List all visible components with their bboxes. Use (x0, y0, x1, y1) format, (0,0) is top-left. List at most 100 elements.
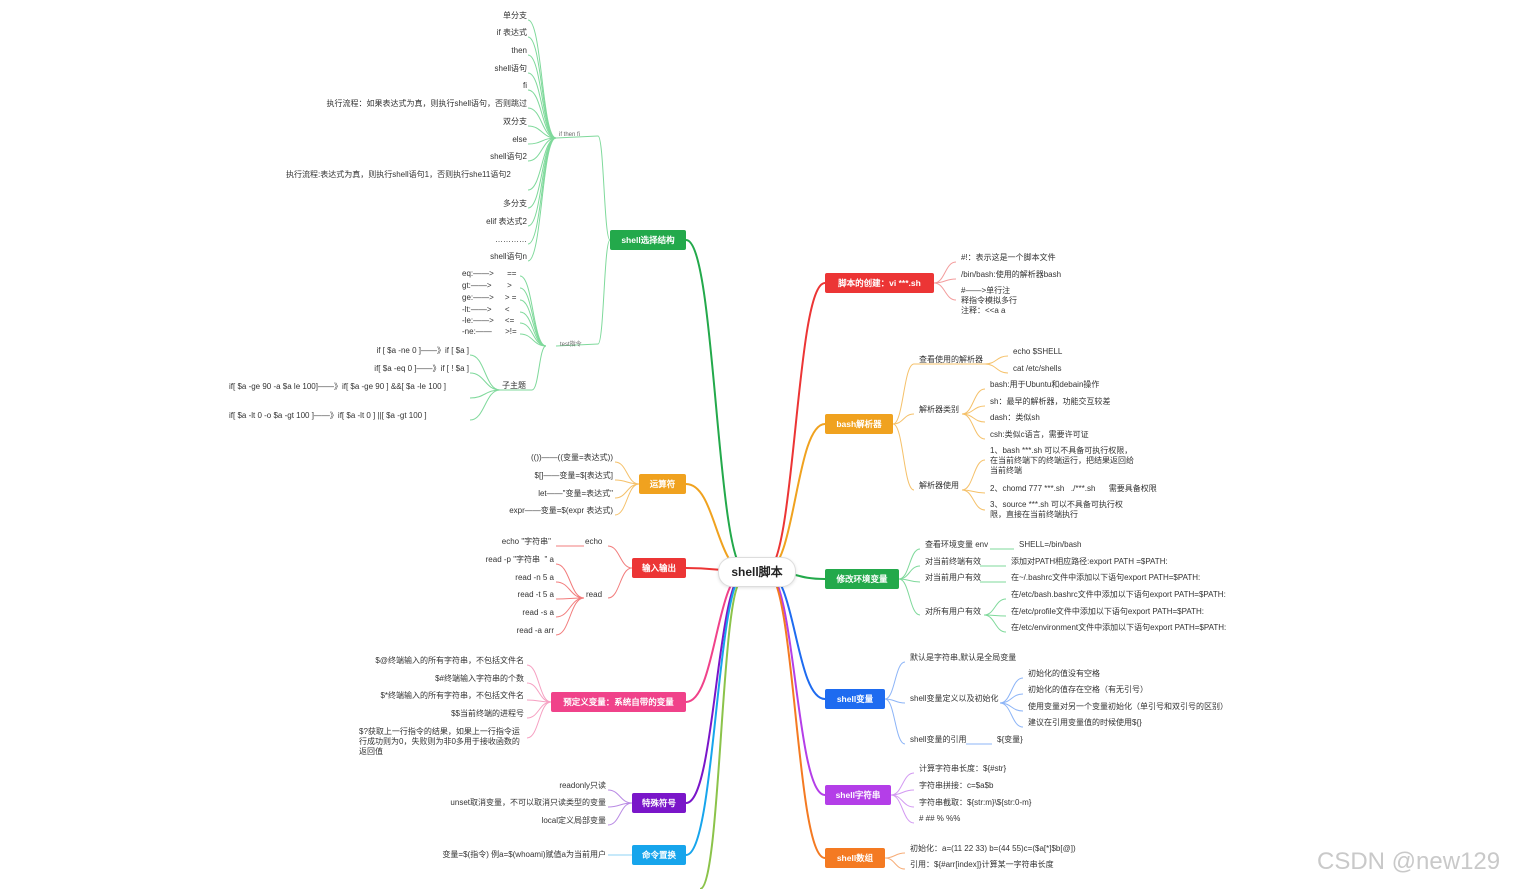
ifthen-item: 执行流程：如果表达式为真，则执行shell语句，否则跳过 (326, 99, 527, 108)
branch-cmdsub[interactable]: 命令置换 (632, 845, 686, 865)
ifthen-item: 执行流程:表达式为真，则执行shell语句1，否则执行she11语句2 (286, 170, 511, 179)
ifthen-label[interactable]: if then fi (559, 132, 581, 138)
test-label[interactable]: test指令 (560, 342, 582, 348)
bash-types-label[interactable]: 解析器类别 (919, 405, 959, 414)
branch-var[interactable]: shell变量 (825, 689, 885, 709)
connector (519, 333, 547, 347)
connector (961, 388, 986, 415)
ifthen-item: then (511, 46, 527, 55)
connector (519, 287, 547, 347)
edge-special (685, 570, 747, 804)
connector (607, 789, 633, 804)
predefined-item: $*终端输入的所有字符串，不包括文件名 (380, 691, 524, 700)
test-compare: -lt:——> < (462, 305, 510, 314)
predefined-item: $#终端输入字符串的个数 (435, 674, 524, 683)
ifthen-item: shell语句n (490, 252, 527, 261)
connector (898, 578, 921, 583)
connector (961, 489, 986, 511)
connector (614, 461, 640, 485)
bash-view-label[interactable]: 查看使用的解析器 (919, 355, 983, 364)
env-terminal-label[interactable]: 对当前终端有效 (925, 557, 981, 566)
branch-env[interactable]: 修改环境变量 (825, 569, 899, 589)
subtopic-item: if [ $a -ne 0 ]——》if [ $a ] (376, 346, 469, 355)
branch-create[interactable]: 脚本的创建：vi ***.sh (825, 273, 934, 293)
underline (555, 343, 599, 347)
operator-item: expr——变量=$(expr 表达式) (509, 506, 613, 515)
var-define-label[interactable]: shell变量定义以及初始化 (910, 694, 999, 703)
branch-selection[interactable]: shell选择结构 (610, 230, 686, 250)
io-echo-label[interactable]: echo (585, 537, 603, 546)
branch-arr[interactable]: shell数组 (825, 848, 885, 868)
test-compare: gt:——> > (462, 281, 512, 290)
branch-operators[interactable]: 运算符 (639, 474, 686, 494)
connector (961, 459, 986, 491)
branch-io[interactable]: 输入输出 (632, 558, 686, 578)
branch-special[interactable]: 特殊符号 (632, 793, 686, 813)
connector (527, 36, 557, 139)
bash-usage-label[interactable]: 解析器使用 (919, 481, 959, 490)
ifthen-item: fi (523, 81, 527, 90)
connector (527, 54, 557, 139)
connector (519, 299, 547, 347)
arr-item: 引用：${#arr[index]}计算某一字符串长度 (910, 860, 1054, 869)
connector (898, 565, 921, 580)
connector (555, 597, 585, 618)
connector (999, 677, 1024, 704)
connector (526, 682, 552, 703)
connector (892, 413, 915, 425)
ifthen-item: 双分支 (503, 117, 527, 126)
connector (527, 137, 557, 245)
create-item: #——>单行注释指令模拟多行注释：<<a a (961, 286, 1017, 315)
bash-type-item: bash:用于Ubuntu和debain操作 (990, 380, 1100, 389)
connector (555, 581, 585, 599)
connector (890, 772, 915, 796)
bash-usage-item: 2、chomd 777 ***.sh ./***.sh 需要具备权限 (990, 484, 1157, 493)
connector (884, 857, 906, 870)
connector (890, 794, 915, 808)
predefined-item: $?获取上一行指令的结果，如果上一行指令运行成功则为0，失败则为非0多用于接收函… (359, 727, 520, 756)
create-item: /bin/bash:使用的解析器bash (961, 270, 1062, 279)
connector (469, 372, 501, 391)
operator-item: let——"变量=表达式" (538, 489, 613, 498)
env-all-item: 在/etc/profile文件中添加以下语句export PATH=$PATH: (1011, 607, 1205, 616)
env-all-label[interactable]: 对所有用户有效 (925, 607, 981, 616)
connector (531, 345, 547, 391)
edge-create (765, 282, 826, 572)
subtopic-label[interactable]: 子主题 (502, 381, 526, 390)
connector (884, 698, 906, 745)
io-read-item: read -n 5 a (515, 573, 554, 582)
io-read-item: read -s a (522, 608, 554, 617)
connector (597, 135, 611, 241)
connector (961, 413, 986, 440)
subtopic-item: if[ $a -ge 90 -a $a le 100]——》if[ $a -ge… (229, 382, 447, 391)
var-define-item: 初始化的值没有空格 (1028, 669, 1100, 678)
io-read-label[interactable]: read (586, 590, 603, 599)
var-ref-value: ${变量} (997, 735, 1023, 744)
connector (890, 794, 915, 824)
connector (884, 698, 906, 704)
connector (607, 802, 633, 826)
var-ref-label[interactable]: shell变量的引用 (910, 735, 967, 744)
io-read-item: read -p "字符串 " a (485, 555, 554, 564)
edge-selection (685, 239, 747, 572)
connector (555, 597, 585, 636)
branch-bash[interactable]: bash解析器 (825, 414, 893, 434)
center-node[interactable]: shell脚本 (718, 557, 796, 587)
env-view-label[interactable]: 查看环境变量 env (925, 540, 989, 549)
branch-predefined[interactable]: 预定义变量：系统自带的变量 (551, 692, 686, 712)
branch-str[interactable]: shell字符串 (825, 785, 891, 805)
env-all-item: 在/etc/bash.bashrc文件中添加以下语句export PATH=$P… (1011, 590, 1226, 599)
env-user-label[interactable]: 对当前用户有效 (925, 573, 981, 582)
bash-type-item: csh:类似c语言，需要许可证 (990, 430, 1089, 439)
connector (527, 137, 557, 262)
connector (469, 354, 501, 391)
connector (898, 578, 921, 616)
connector (892, 363, 915, 425)
arr-item: 初始化：a=(11 22 33) b=(44 55)c=($a[*]$b[@]) (910, 844, 1076, 853)
predefined-item: $@终端输入的所有字符串，不包括文件名 (375, 656, 524, 665)
connector (898, 548, 921, 580)
connector (933, 278, 957, 284)
var-define-item: 初始化的值存在空格（有无引号） (1028, 685, 1148, 694)
connector (614, 479, 640, 485)
